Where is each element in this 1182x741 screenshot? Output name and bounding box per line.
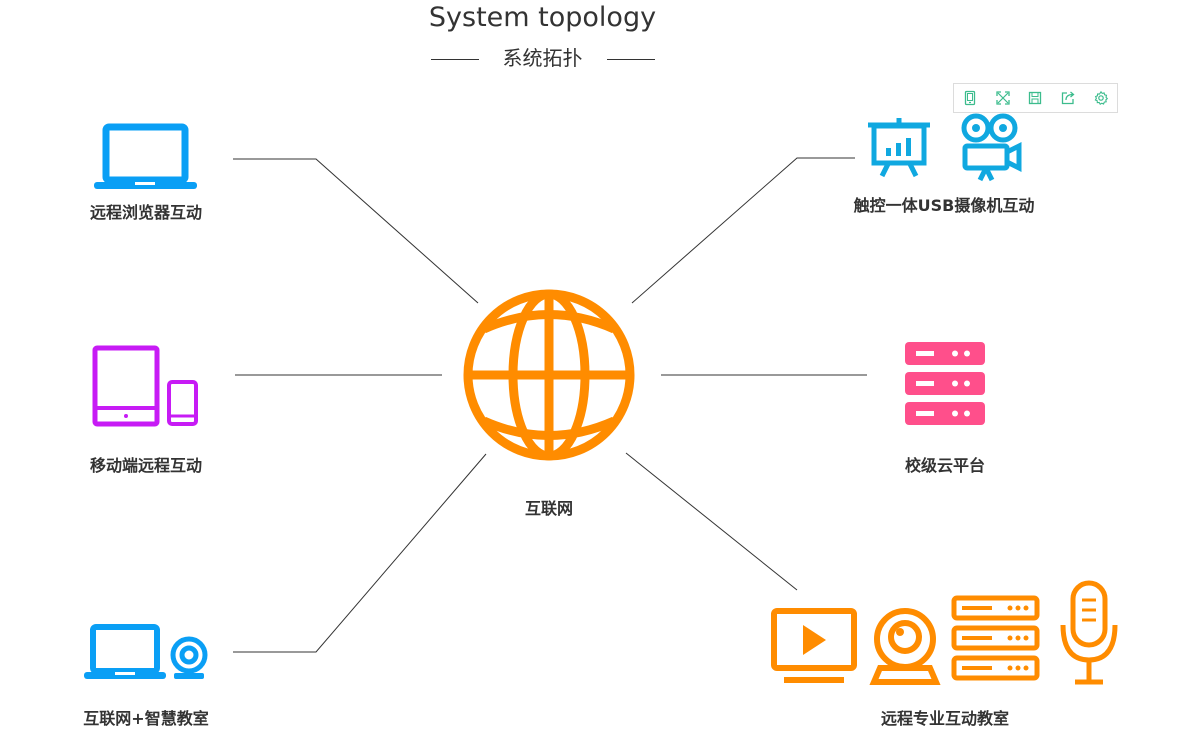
play-triangle: [803, 625, 826, 655]
subtitle-text: 系统拓扑: [502, 46, 583, 70]
node-label-pro-classroom: 远程专业互动教室: [880, 709, 1009, 728]
title-dash-right: [606, 59, 655, 60]
page-title: System topology: [428, 2, 657, 33]
phone-icon: [167, 380, 198, 426]
fullscreen-button[interactable]: [987, 84, 1020, 112]
tablet-view-button[interactable]: [954, 84, 987, 112]
node-label-touch-usb-camera: 触控一体USB摄像机互动: [853, 196, 1035, 215]
server-stack-icon: [905, 342, 985, 425]
share-button[interactable]: [1052, 84, 1085, 112]
webcam-icon: [170, 636, 208, 674]
link-remote-browser: [233, 158, 479, 304]
link-smart-classroom: [233, 453, 487, 653]
laptop-notch: [135, 182, 155, 185]
fullscreen-icon: [996, 91, 1010, 105]
link-pro-classroom: [625, 452, 798, 591]
share-icon: [1061, 91, 1075, 105]
rack-server-icon: [951, 595, 1040, 681]
monitor-play-icon: [771, 608, 857, 683]
node-label-mobile: 移动端远程互动: [89, 456, 202, 475]
settings-button[interactable]: [1084, 84, 1117, 112]
node-label-school-cloud: 校级云平台: [904, 456, 985, 475]
small-laptop-icon: [90, 624, 160, 674]
page-subtitle: 系统拓扑: [0, 42, 1085, 71]
video-camera-icon: [961, 113, 1022, 182]
globe-icon: [463, 289, 635, 461]
node-label-smart-classroom: 互联网+智慧教室: [83, 709, 209, 728]
save-icon: [1029, 91, 1042, 105]
conference-camera-icon: [869, 608, 941, 685]
chart-toolbox: [953, 83, 1118, 113]
node-label-center: 互联网: [524, 499, 573, 518]
tablet-icon: [965, 90, 976, 106]
save-image-button[interactable]: [1019, 84, 1052, 112]
laptop-icon: [102, 123, 189, 184]
link-touch-usb-camera: [631, 157, 855, 304]
settings-icon: [1094, 90, 1108, 105]
tablet-icon: [92, 345, 160, 427]
microphone-icon: [1060, 580, 1118, 685]
presentation-board-icon: [868, 118, 930, 178]
title-dash-left: [430, 59, 479, 60]
laptop-base: [94, 182, 197, 189]
node-label-remote-browser: 远程浏览器互动: [89, 203, 202, 222]
